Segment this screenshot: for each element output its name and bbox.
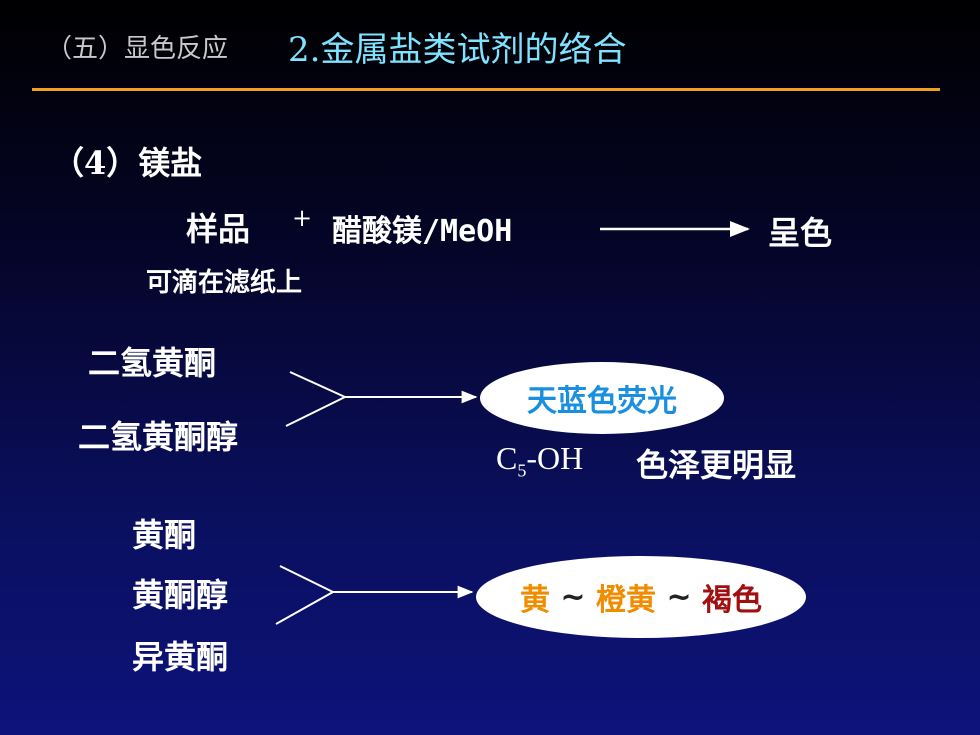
group2-item-2: 黄酮醇 [132, 576, 229, 614]
group2-result-part: 黄 [519, 583, 550, 618]
result-label: 呈色 [768, 214, 833, 252]
c5-note: 色泽更明显 [636, 446, 797, 484]
group2-result-part: ~ [656, 579, 703, 615]
group2-branch-bottom [275, 591, 334, 625]
reagent-label: 醋酸镁/MeOH [332, 214, 513, 249]
group2-result-part: 橙黄 [596, 583, 656, 618]
group2-result-part: ~ [549, 579, 596, 615]
plus-sign: + [292, 204, 313, 232]
group2-item-1: 黄酮 [132, 516, 197, 554]
c5-oh-label: C5-OH [496, 440, 584, 481]
group1-item-1: 二氢黄酮 [88, 344, 217, 382]
section-tag: （五）显色反应 [46, 34, 229, 64]
group2-item-3: 异黄酮 [132, 638, 229, 676]
group2-result-part: 褐色 [702, 583, 763, 618]
slide-title: 2.金属盐类试剂的络合 [288, 30, 627, 70]
group1-result-text: 天蓝色荧光 [527, 384, 677, 419]
group1-item-2: 二氢黄酮醇 [78, 418, 239, 456]
group1-branch-top [289, 371, 346, 398]
group2-result-oval: 黄 ~ 橙黄 ~ 褐色 [476, 556, 806, 638]
header-divider [32, 88, 940, 91]
subheading: （4）镁盐 [52, 144, 203, 182]
reaction-note: 可滴在滤纸上 [146, 268, 303, 298]
group1-result-oval: 天蓝色荧光 [480, 362, 724, 434]
group1-branch-bottom [285, 396, 346, 427]
group2-branch-top [279, 565, 334, 593]
sample-label: 样品 [186, 210, 251, 248]
